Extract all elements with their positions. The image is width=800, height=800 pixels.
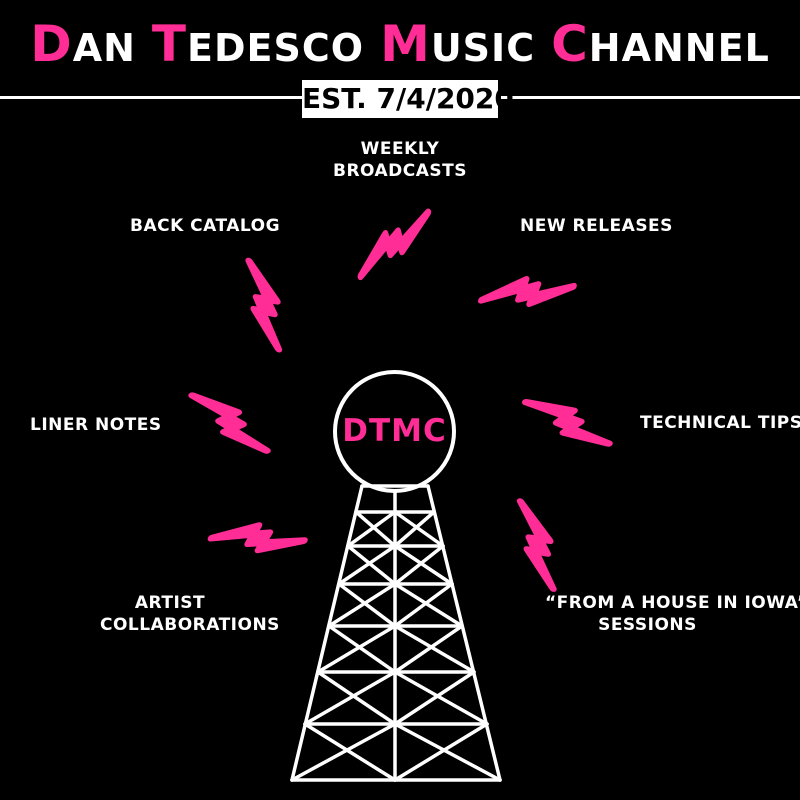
topic-new-releases: NEW RELEASES xyxy=(520,216,673,236)
radio-tower-icon xyxy=(290,484,502,782)
lightning-bolt-icon xyxy=(491,502,582,588)
title-word-4: CHANNEL xyxy=(551,15,770,73)
title-word-2: TEDESCO xyxy=(151,15,365,73)
topic-line: SESSIONS xyxy=(598,615,697,635)
lightning-bolt-icon xyxy=(482,250,573,337)
topic-line: BROADCASTS xyxy=(332,161,468,181)
page-title: DAN TEDESCO MUSIC CHANNEL xyxy=(0,16,800,76)
lightning-bolt-icon xyxy=(361,200,428,288)
title-word-3: MUSIC xyxy=(380,15,536,73)
lightning-bolt-icon xyxy=(218,261,309,348)
topic-liner-notes: LINER NOTES xyxy=(30,415,162,435)
topic-back-catalog: BACK CATALOG xyxy=(130,216,281,236)
topic-weekly-broadcasts: WEEKLY BROADCASTS xyxy=(330,138,470,182)
lightning-bolt-icon xyxy=(188,396,270,451)
topic-line: “FROM A HOUSE IN IOWA” xyxy=(545,593,800,613)
logo-text: DTMC xyxy=(342,413,447,449)
topic-line: ARTIST xyxy=(134,593,206,613)
topic-technical-tips: TECHNICAL TIPS xyxy=(640,413,800,433)
title-word-1: DAN xyxy=(30,15,136,73)
lightning-bolt-icon xyxy=(526,395,608,450)
topic-house-sessions: “FROM A HOUSE IN IOWA” SESSIONS xyxy=(545,592,800,636)
lightning-bolt-icon xyxy=(212,499,304,580)
topic-line: COLLABORATIONS xyxy=(100,615,280,635)
topic-artist-collaborations: ARTIST COLLABORATIONS xyxy=(100,592,280,636)
logo-circle xyxy=(333,370,456,493)
established-badge: EST. 7/4/2020 xyxy=(302,80,514,118)
topic-line: WEEKLY xyxy=(360,139,440,159)
